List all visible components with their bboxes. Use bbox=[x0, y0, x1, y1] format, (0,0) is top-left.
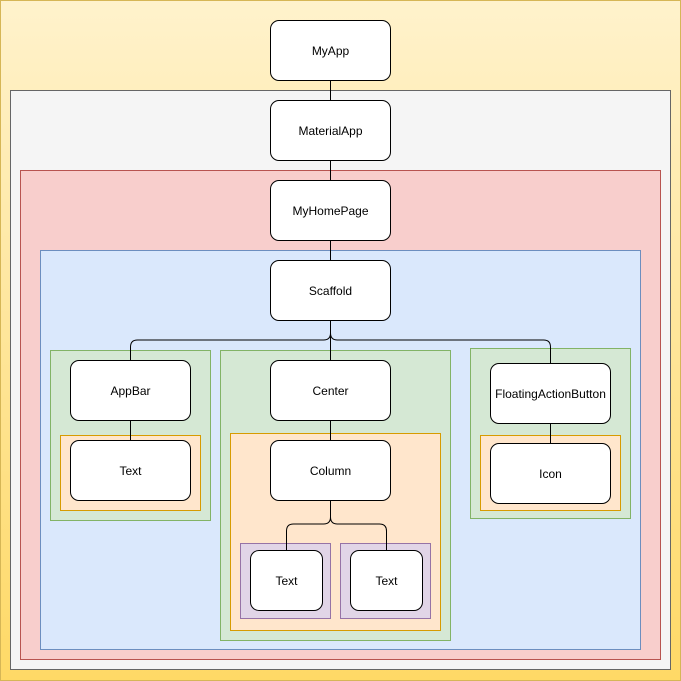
myapp-node: MyApp bbox=[270, 20, 391, 81]
column-node: Column bbox=[270, 440, 391, 501]
appbar-text-node: Text bbox=[70, 440, 191, 501]
edge-column-text-1 bbox=[286, 500, 331, 550]
myhomepage-node: MyHomePage bbox=[270, 180, 391, 241]
fab-node: FloatingActionButton bbox=[490, 363, 611, 424]
scaffold-node: Scaffold bbox=[270, 260, 391, 321]
edge-scaffold-appbar bbox=[130, 320, 331, 360]
edge-column-text-2 bbox=[330, 500, 387, 550]
icon-node: Icon bbox=[490, 443, 611, 504]
appbar-node: AppBar bbox=[70, 360, 191, 421]
edge-scaffold-fab bbox=[330, 320, 551, 363]
column-text-2-node: Text bbox=[350, 550, 423, 611]
materialapp-node: MaterialApp bbox=[270, 100, 391, 161]
center-node: Center bbox=[270, 360, 391, 421]
column-text-1-node: Text bbox=[250, 550, 323, 611]
